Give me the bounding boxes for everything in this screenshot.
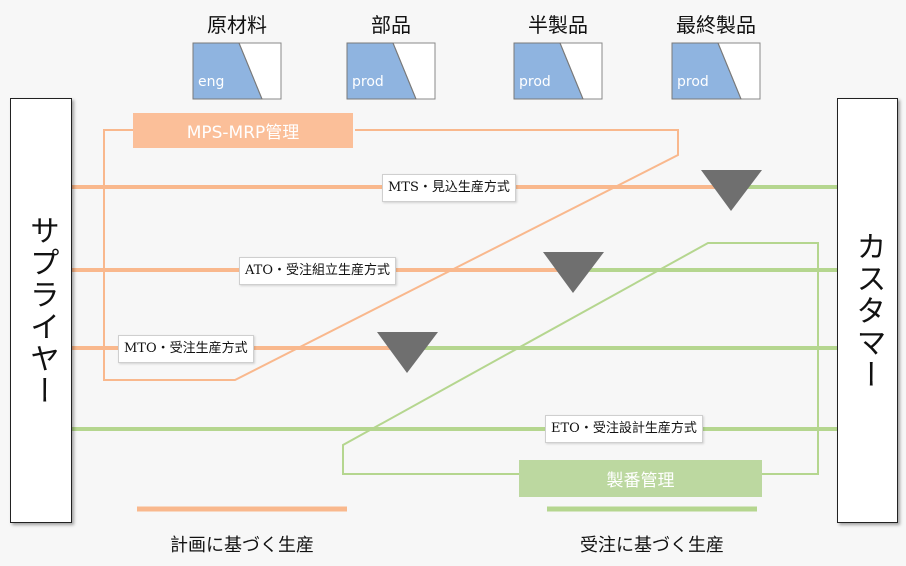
mts-label: MTS・見込生産方式 xyxy=(382,174,516,202)
stage-label-semi-finished: 半製品 xyxy=(528,13,588,37)
ato-label: ATO・受注組立生産方式 xyxy=(239,257,397,285)
stage-tag-icon: prod xyxy=(513,42,603,100)
stage-tag-text: prod xyxy=(519,74,551,90)
inventory-triangle-icon xyxy=(377,332,438,373)
stage-label-raw-material: 原材料 xyxy=(207,13,267,37)
mto-label: MTO・受注生産方式 xyxy=(118,335,254,363)
inventory-triangle-icon xyxy=(543,252,604,293)
stage-tag-text: eng xyxy=(198,74,224,90)
stage-label-final-product: 最終製品 xyxy=(676,13,756,37)
inventory-triangle-icon xyxy=(701,170,762,211)
mps-mrp-box: MPS-MRP管理 xyxy=(133,113,353,148)
planning-scope-outline xyxy=(103,129,679,381)
stage-tag-text: prod xyxy=(352,74,384,90)
stage-tag-icon: eng xyxy=(192,42,282,100)
stage-tag-text: prod xyxy=(677,74,709,90)
customer-label: カスタマー xyxy=(850,230,886,391)
order-number-box: 製番管理 xyxy=(519,460,762,497)
stage-tag-icon: prod xyxy=(346,42,436,100)
stage-label-parts: 部品 xyxy=(371,13,411,37)
legend-plan-label: 計画に基づく生産 xyxy=(170,535,314,556)
order-scope-outline xyxy=(342,242,819,475)
customer-box: カスタマー xyxy=(837,98,898,523)
eto-label: ETO・受注設計生産方式 xyxy=(545,415,703,443)
legend-order-label: 受注に基づく生産 xyxy=(580,535,724,556)
stage-tag-icon: prod xyxy=(671,42,761,100)
supplier-label: サプライヤー xyxy=(24,214,59,407)
supplier-box: サプライヤー xyxy=(10,98,72,523)
